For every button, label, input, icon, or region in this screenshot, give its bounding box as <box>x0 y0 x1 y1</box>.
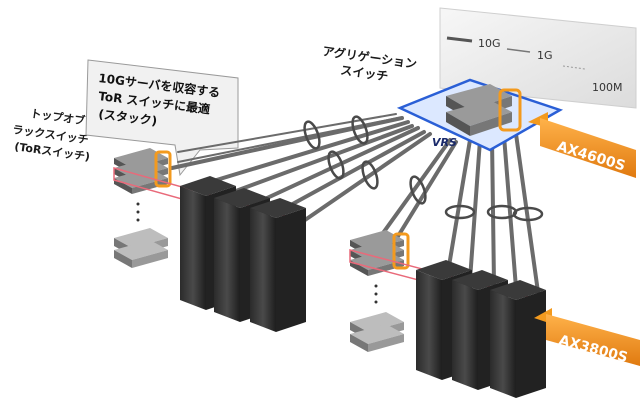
lag-loop-icon <box>512 206 544 222</box>
stack-bracket-icon <box>498 88 522 132</box>
svg-text:スイッチ: スイッチ <box>340 63 389 84</box>
link-line <box>177 117 399 163</box>
ax4600s-tag: AX4600S <box>528 112 636 178</box>
legend-10g-label: 10G <box>478 37 501 50</box>
server-rack <box>490 280 546 398</box>
tor-switch-stack-1 <box>114 148 172 268</box>
link-line <box>376 138 452 242</box>
tor-switch-stack-2 <box>350 230 410 352</box>
link-line <box>468 138 482 282</box>
lag-loop-icon <box>361 160 379 190</box>
vrs-label: VRS <box>432 136 457 149</box>
callout-box: 10Gサーバを収容する ToR スイッチに最適 (スタック) <box>85 59 239 177</box>
link-speed-legend: 10G 1G 100M <box>439 7 637 109</box>
ax3800s-tag: AX3800S <box>534 308 640 366</box>
server-rack-group-1 <box>180 176 306 332</box>
legend-100m-label: 100M <box>592 81 623 94</box>
link-line <box>223 124 414 197</box>
link-line <box>198 120 410 187</box>
lag-loop-icon <box>327 150 345 180</box>
link-line <box>502 134 518 290</box>
link-aggregation-loops <box>303 115 544 222</box>
server-rack-group-2 <box>416 260 546 398</box>
link-line <box>177 113 397 153</box>
stack-bracket-icon <box>154 150 172 188</box>
legend-1g-line <box>506 48 531 53</box>
tor-switch-label: トップオブ ラックスイッチ (ToRスイッチ) <box>12 106 91 163</box>
link-line <box>250 126 420 207</box>
legend-1g-label: 1G <box>537 49 553 62</box>
link-line <box>276 130 426 214</box>
aggregation-switch-vrs: VRS <box>396 78 564 152</box>
link-line <box>490 136 496 286</box>
link-line <box>514 132 540 294</box>
lag-loop-icon <box>409 175 427 205</box>
lag-loop-icon <box>351 115 369 145</box>
stack-bracket-icon <box>392 232 410 270</box>
legend-10g-line <box>446 36 473 43</box>
lag-loop-icon <box>444 204 476 220</box>
network-links <box>170 113 540 294</box>
aggregation-switch-label: アグリゲーション スイッチ <box>322 43 418 84</box>
link-line <box>303 132 432 222</box>
lag-loop-icon <box>303 120 321 150</box>
server-rack <box>250 198 306 332</box>
svg-text:トップオブ: トップオブ <box>30 106 86 128</box>
